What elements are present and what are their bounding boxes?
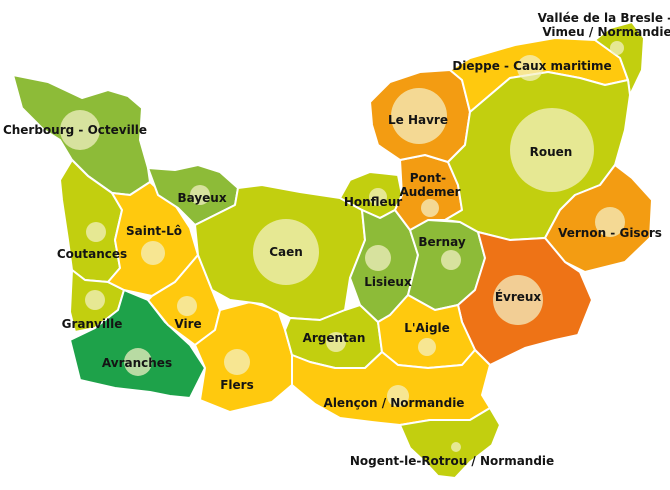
label-vallee-line2: Vimeu / Normandie bbox=[542, 25, 670, 39]
bubble-vernon bbox=[595, 207, 625, 237]
bubble-evreux bbox=[493, 275, 543, 325]
bubble-pontaudemer bbox=[421, 199, 439, 217]
label-vernon: Vernon - Gisors bbox=[558, 226, 662, 240]
label-honfleur: Honfleur bbox=[344, 195, 402, 209]
label-avranches: Avranches bbox=[102, 356, 172, 370]
bubble-dieppe bbox=[517, 55, 543, 81]
label-laigle: L'Aigle bbox=[404, 321, 450, 335]
label-alencon: Alençon / Normandie bbox=[324, 396, 465, 410]
bubble-vire bbox=[177, 296, 197, 316]
label-flers: Flers bbox=[220, 378, 254, 392]
bubbles-layer bbox=[60, 41, 625, 452]
bubble-granville bbox=[85, 290, 105, 310]
bubble-vallee bbox=[610, 41, 624, 55]
bubble-lisieux bbox=[365, 245, 391, 271]
label-coutances: Coutances bbox=[57, 247, 127, 261]
bubble-lehavre bbox=[391, 88, 447, 144]
bubble-coutances bbox=[86, 222, 106, 242]
label-bayeux: Bayeux bbox=[177, 191, 226, 205]
bubble-flers bbox=[224, 349, 250, 375]
bubble-honfleur bbox=[369, 188, 387, 206]
label-vallee-line1: Vallée de la Bresle - bbox=[538, 11, 670, 25]
label-granville: Granville bbox=[62, 317, 123, 331]
bubble-cherbourg bbox=[60, 110, 100, 150]
label-evreux: Évreux bbox=[495, 289, 542, 304]
label-pontaudemer: Pont- Audemer bbox=[399, 171, 460, 199]
bubble-rouen bbox=[510, 108, 594, 192]
bubble-avranches bbox=[124, 348, 152, 376]
region-avranches[interactable] bbox=[69, 289, 206, 399]
label-pontaudemer-line1: Pont- bbox=[410, 171, 446, 185]
bubble-nogent bbox=[451, 442, 461, 452]
label-dieppe: Dieppe - Caux maritime bbox=[452, 59, 611, 73]
bubble-caen bbox=[253, 219, 319, 285]
region-vallee[interactable] bbox=[594, 21, 645, 96]
label-vallee: Vallée de la Bresle - Vimeu / Normandie bbox=[538, 11, 670, 39]
labels-layer: Cherbourg - Octeville Coutances Granvill… bbox=[3, 11, 670, 468]
bubble-argentan bbox=[326, 332, 346, 352]
label-lehavre: Le Havre bbox=[388, 113, 448, 127]
label-argentan: Argentan bbox=[303, 331, 366, 345]
bubble-bernay bbox=[441, 250, 461, 270]
bubble-bayeux bbox=[190, 185, 210, 205]
label-cherbourg: Cherbourg - Octeville bbox=[3, 123, 147, 137]
bubble-saintlo bbox=[141, 241, 165, 265]
bubble-laigle bbox=[418, 338, 436, 356]
label-nogent: Nogent-le-Rotrou / Normandie bbox=[350, 454, 554, 468]
label-saintlo: Saint-Lô bbox=[126, 224, 182, 238]
label-lisieux: Lisieux bbox=[364, 275, 412, 289]
region-nogent[interactable] bbox=[399, 407, 501, 479]
bubble-alencon bbox=[387, 385, 409, 407]
label-pontaudemer-line2: Audemer bbox=[399, 185, 460, 199]
label-bernay: Bernay bbox=[418, 235, 465, 249]
label-caen: Caen bbox=[269, 245, 303, 259]
label-rouen: Rouen bbox=[530, 145, 573, 159]
label-vire: Vire bbox=[174, 317, 201, 331]
